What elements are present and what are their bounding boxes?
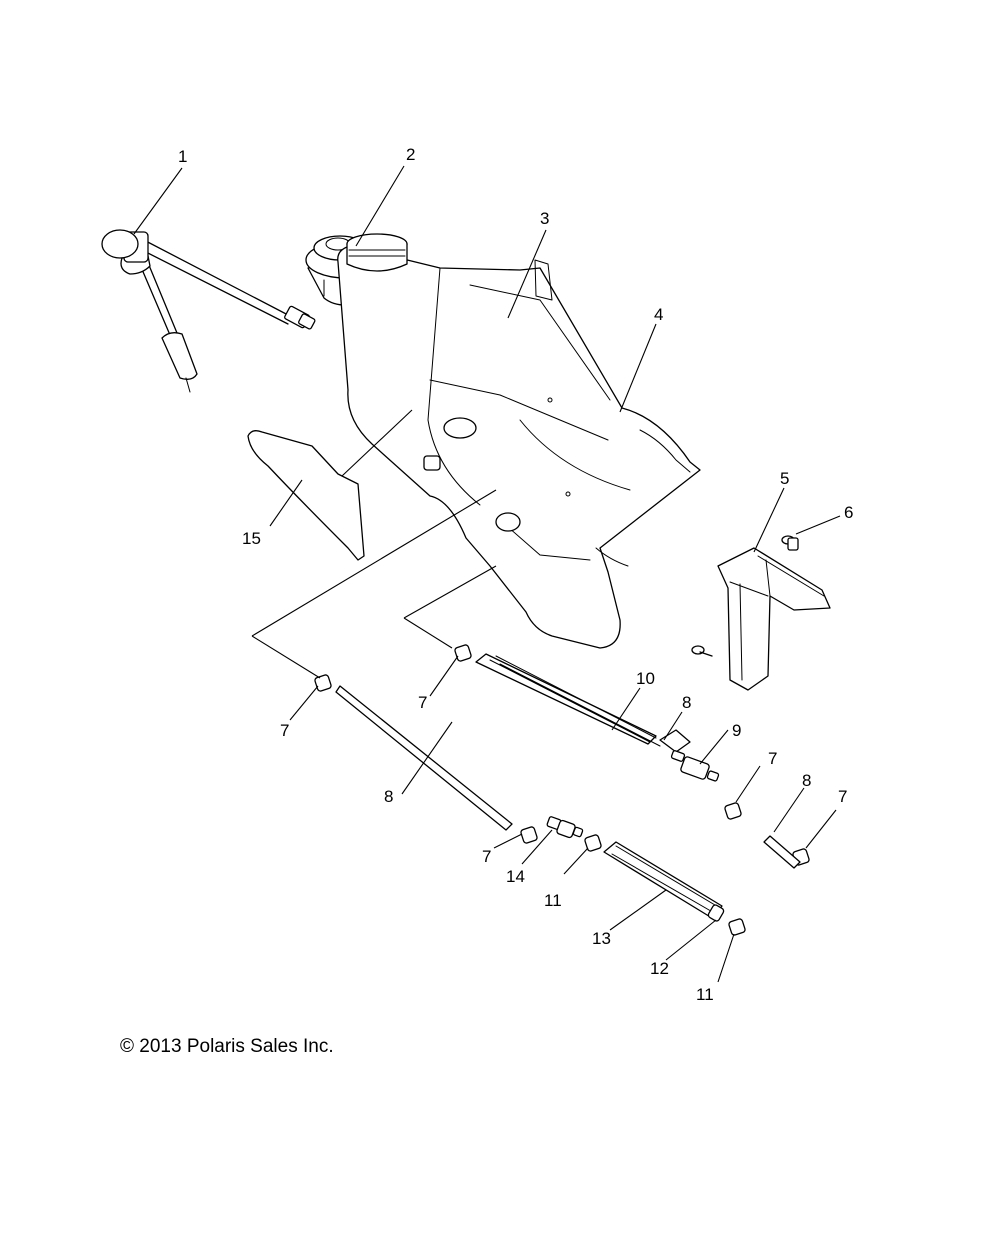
fuel-tank: [337, 233, 701, 649]
callout-10: 10: [636, 669, 655, 688]
callout-6: 6: [844, 503, 853, 522]
callout-12: 12: [650, 959, 669, 978]
callout-8-mid: 8: [682, 693, 691, 712]
clamp: [314, 644, 810, 866]
callout-15: 15: [242, 529, 261, 548]
callout-7-lower: 7: [482, 847, 491, 866]
bracket-screw-lower: [691, 645, 713, 657]
valve: [670, 750, 720, 782]
callout-1: 1: [178, 147, 187, 166]
callout-11-lower: 11: [696, 985, 714, 1004]
callout-11-upper: 11: [544, 891, 562, 910]
fuel-hose: [335, 685, 801, 869]
copyright-notice: © 2013 Polaris Sales Inc.: [120, 1036, 334, 1057]
fitting: [546, 816, 584, 839]
hose-clamp: [584, 834, 746, 936]
callout-4: 4: [654, 305, 663, 324]
callout-8-long: 8: [384, 787, 393, 806]
insulation-pad: [247, 430, 365, 561]
bracket-screw: [781, 535, 799, 551]
hose-end: [707, 904, 725, 922]
callout-3: 3: [540, 209, 549, 228]
callout-7-left: 7: [280, 721, 289, 740]
leader-lines: [133, 165, 841, 983]
callout-8-short: 8: [802, 771, 811, 790]
fuel-sender: [101, 229, 316, 393]
callout-14: 14: [506, 867, 525, 886]
short-corrugated-hose: [603, 841, 723, 919]
callout-7-far-right: 7: [838, 787, 847, 806]
callout-7-right: 7: [768, 749, 777, 768]
callout-9: 9: [732, 721, 741, 740]
corrugated-hose: [475, 653, 661, 747]
callout-7-upper: 7: [418, 693, 427, 712]
callout-5: 5: [780, 469, 789, 488]
callout-13: 13: [592, 929, 611, 948]
bracket: [717, 547, 831, 691]
callout-2: 2: [406, 145, 415, 164]
callout-labels: 1 2 3 4 5 6 15 7 7 8 7 10 8 9 7 8 7 14 1…: [178, 145, 853, 1004]
